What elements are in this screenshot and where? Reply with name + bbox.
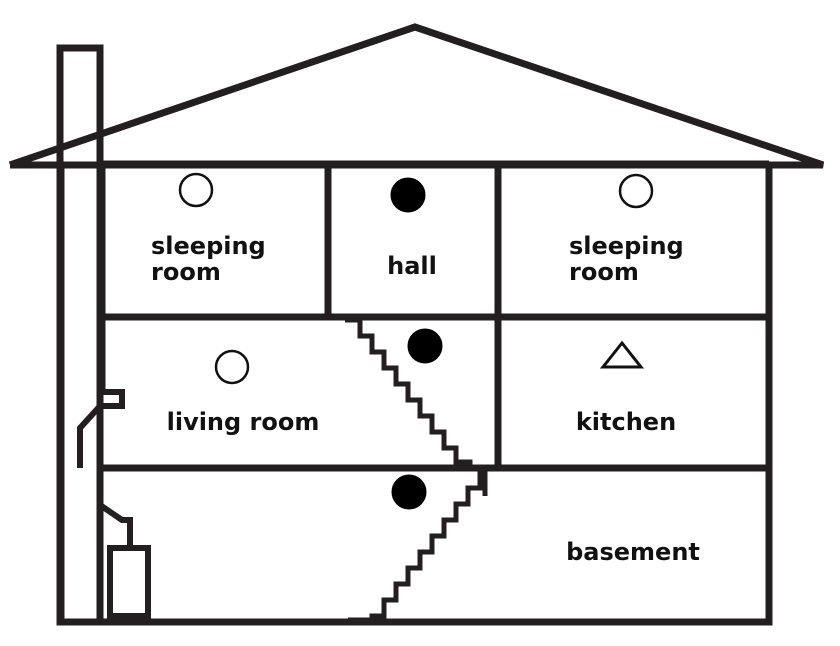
water-heater bbox=[107, 545, 151, 619]
label-hall: hall bbox=[387, 252, 437, 280]
fireplace bbox=[77, 389, 125, 468]
label-sleeping-room-left-2: room bbox=[151, 258, 221, 286]
label-kitchen: kitchen bbox=[576, 408, 676, 436]
smoke-alarm-filled-icon-hall bbox=[390, 177, 426, 213]
smoke-alarm-open-icon-living bbox=[214, 349, 250, 385]
smoke-alarm-open-icon-sleeping-left bbox=[178, 172, 214, 208]
label-sleeping-room-right: sleeping bbox=[569, 232, 684, 260]
stairs-upper bbox=[345, 317, 473, 470]
roof bbox=[8, 23, 825, 169]
label-living-room: living room bbox=[167, 408, 320, 436]
smoke-alarm-open-icon-sleeping-right bbox=[618, 173, 654, 209]
furnace-pipe bbox=[98, 502, 133, 545]
smoke-alarm-filled-icon-stairs-upper bbox=[407, 328, 443, 364]
stairs-lower bbox=[348, 465, 483, 623]
triangle-marker-icon-kitchen bbox=[599, 340, 645, 369]
label-sleeping-room-right-2: room bbox=[569, 258, 639, 286]
label-basement: basement bbox=[566, 538, 700, 566]
label-sleeping-room-left: sleeping bbox=[151, 232, 266, 260]
smoke-alarm-filled-icon-stairs-lower bbox=[391, 474, 427, 510]
